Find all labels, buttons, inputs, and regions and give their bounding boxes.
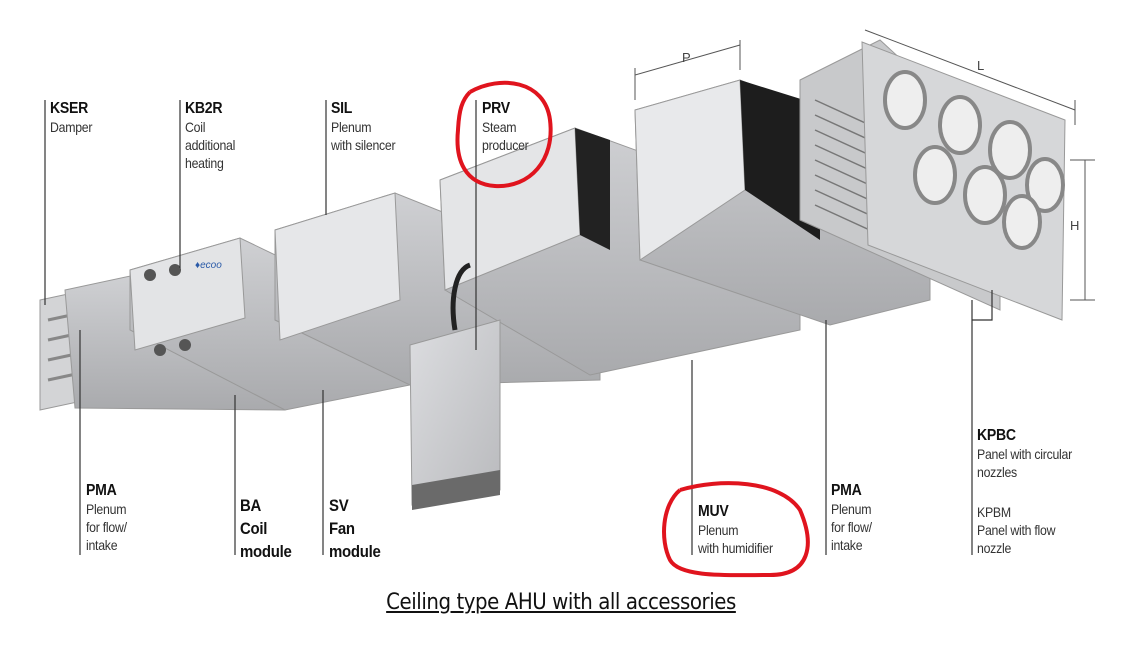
label-desc: Fan — [329, 519, 355, 538]
label-desc: Plenum — [831, 501, 872, 517]
dimension-lines — [634, 29, 1095, 301]
label-desc: Damper — [50, 119, 93, 135]
label-desc: for flow/ — [86, 519, 127, 535]
coil-module-ba: ♦ecoo — [129, 237, 411, 411]
silencer-sil-fan-sv — [274, 192, 601, 386]
label-desc: producer — [482, 137, 529, 153]
highlight-muv — [662, 481, 810, 578]
label-kpbm: KPBM Panel with flow nozzle — [977, 503, 1055, 557]
label-sil: SIL Plenum with silencer — [331, 100, 396, 154]
panel-kpbc — [861, 41, 1066, 321]
highlight-prv — [455, 80, 553, 189]
label-code: KPBC — [977, 427, 1016, 444]
label-muv: MUV Plenum with humidifier — [698, 503, 773, 557]
label-desc: Plenum — [86, 501, 127, 517]
label-code: KSER — [50, 100, 89, 117]
label-desc: Panel with flow — [977, 522, 1056, 538]
label-desc: additional — [185, 137, 236, 153]
label-code: SV — [329, 496, 349, 515]
label-desc: with silencer — [331, 137, 396, 153]
label-kb2r: KB2R Coil additional heating — [185, 100, 235, 172]
label-desc: Steam — [482, 119, 517, 135]
label-kser: KSER Damper — [50, 100, 93, 136]
leader-lines — [44, 100, 993, 555]
label-code: MUV — [698, 503, 729, 520]
label-prv: PRV Steam producer — [482, 100, 529, 154]
label-kpbc: KPBC Panel with circular nozzles — [977, 427, 1072, 481]
svg-text:♦ecoo: ♦ecoo — [195, 260, 222, 271]
label-desc: with humidifier — [698, 540, 773, 556]
label-desc: Panel with circular — [977, 446, 1072, 462]
label-pma-right: PMA Plenum for flow/ intake — [831, 482, 872, 554]
figure-caption: Ceiling type AHU with all accessories — [386, 590, 736, 615]
label-code: KB2R — [185, 100, 223, 117]
label-desc: Coil — [185, 119, 206, 135]
label-code: KPBM — [977, 504, 1011, 520]
dimension-l: L — [977, 58, 985, 73]
label-desc: nozzle — [977, 540, 1012, 556]
label-code: PMA — [86, 482, 117, 499]
label-pma-left: PMA Plenum for flow/ intake — [86, 482, 127, 554]
dimension-h: H — [1070, 218, 1080, 233]
label-desc: for flow/ — [831, 519, 872, 535]
label-desc: intake — [86, 537, 118, 553]
label-desc: heating — [185, 155, 224, 171]
label-desc: Plenum — [698, 522, 739, 538]
label-code: BA — [240, 496, 262, 515]
dimension-p: P — [682, 50, 691, 65]
label-code: PMA — [831, 482, 862, 499]
label-code: SIL — [331, 100, 353, 117]
label-desc: module — [329, 542, 381, 561]
label-desc: Coil — [240, 519, 268, 538]
label-desc: intake — [831, 537, 863, 553]
steam-producer-prv — [409, 262, 501, 510]
label-desc: module — [240, 542, 292, 561]
label-code: PRV — [482, 100, 510, 117]
label-desc: Plenum — [331, 119, 372, 135]
label-sv: SV Fan module — [329, 494, 381, 563]
label-desc: nozzles — [977, 464, 1017, 480]
label-ba: BA Coil module — [240, 494, 292, 563]
